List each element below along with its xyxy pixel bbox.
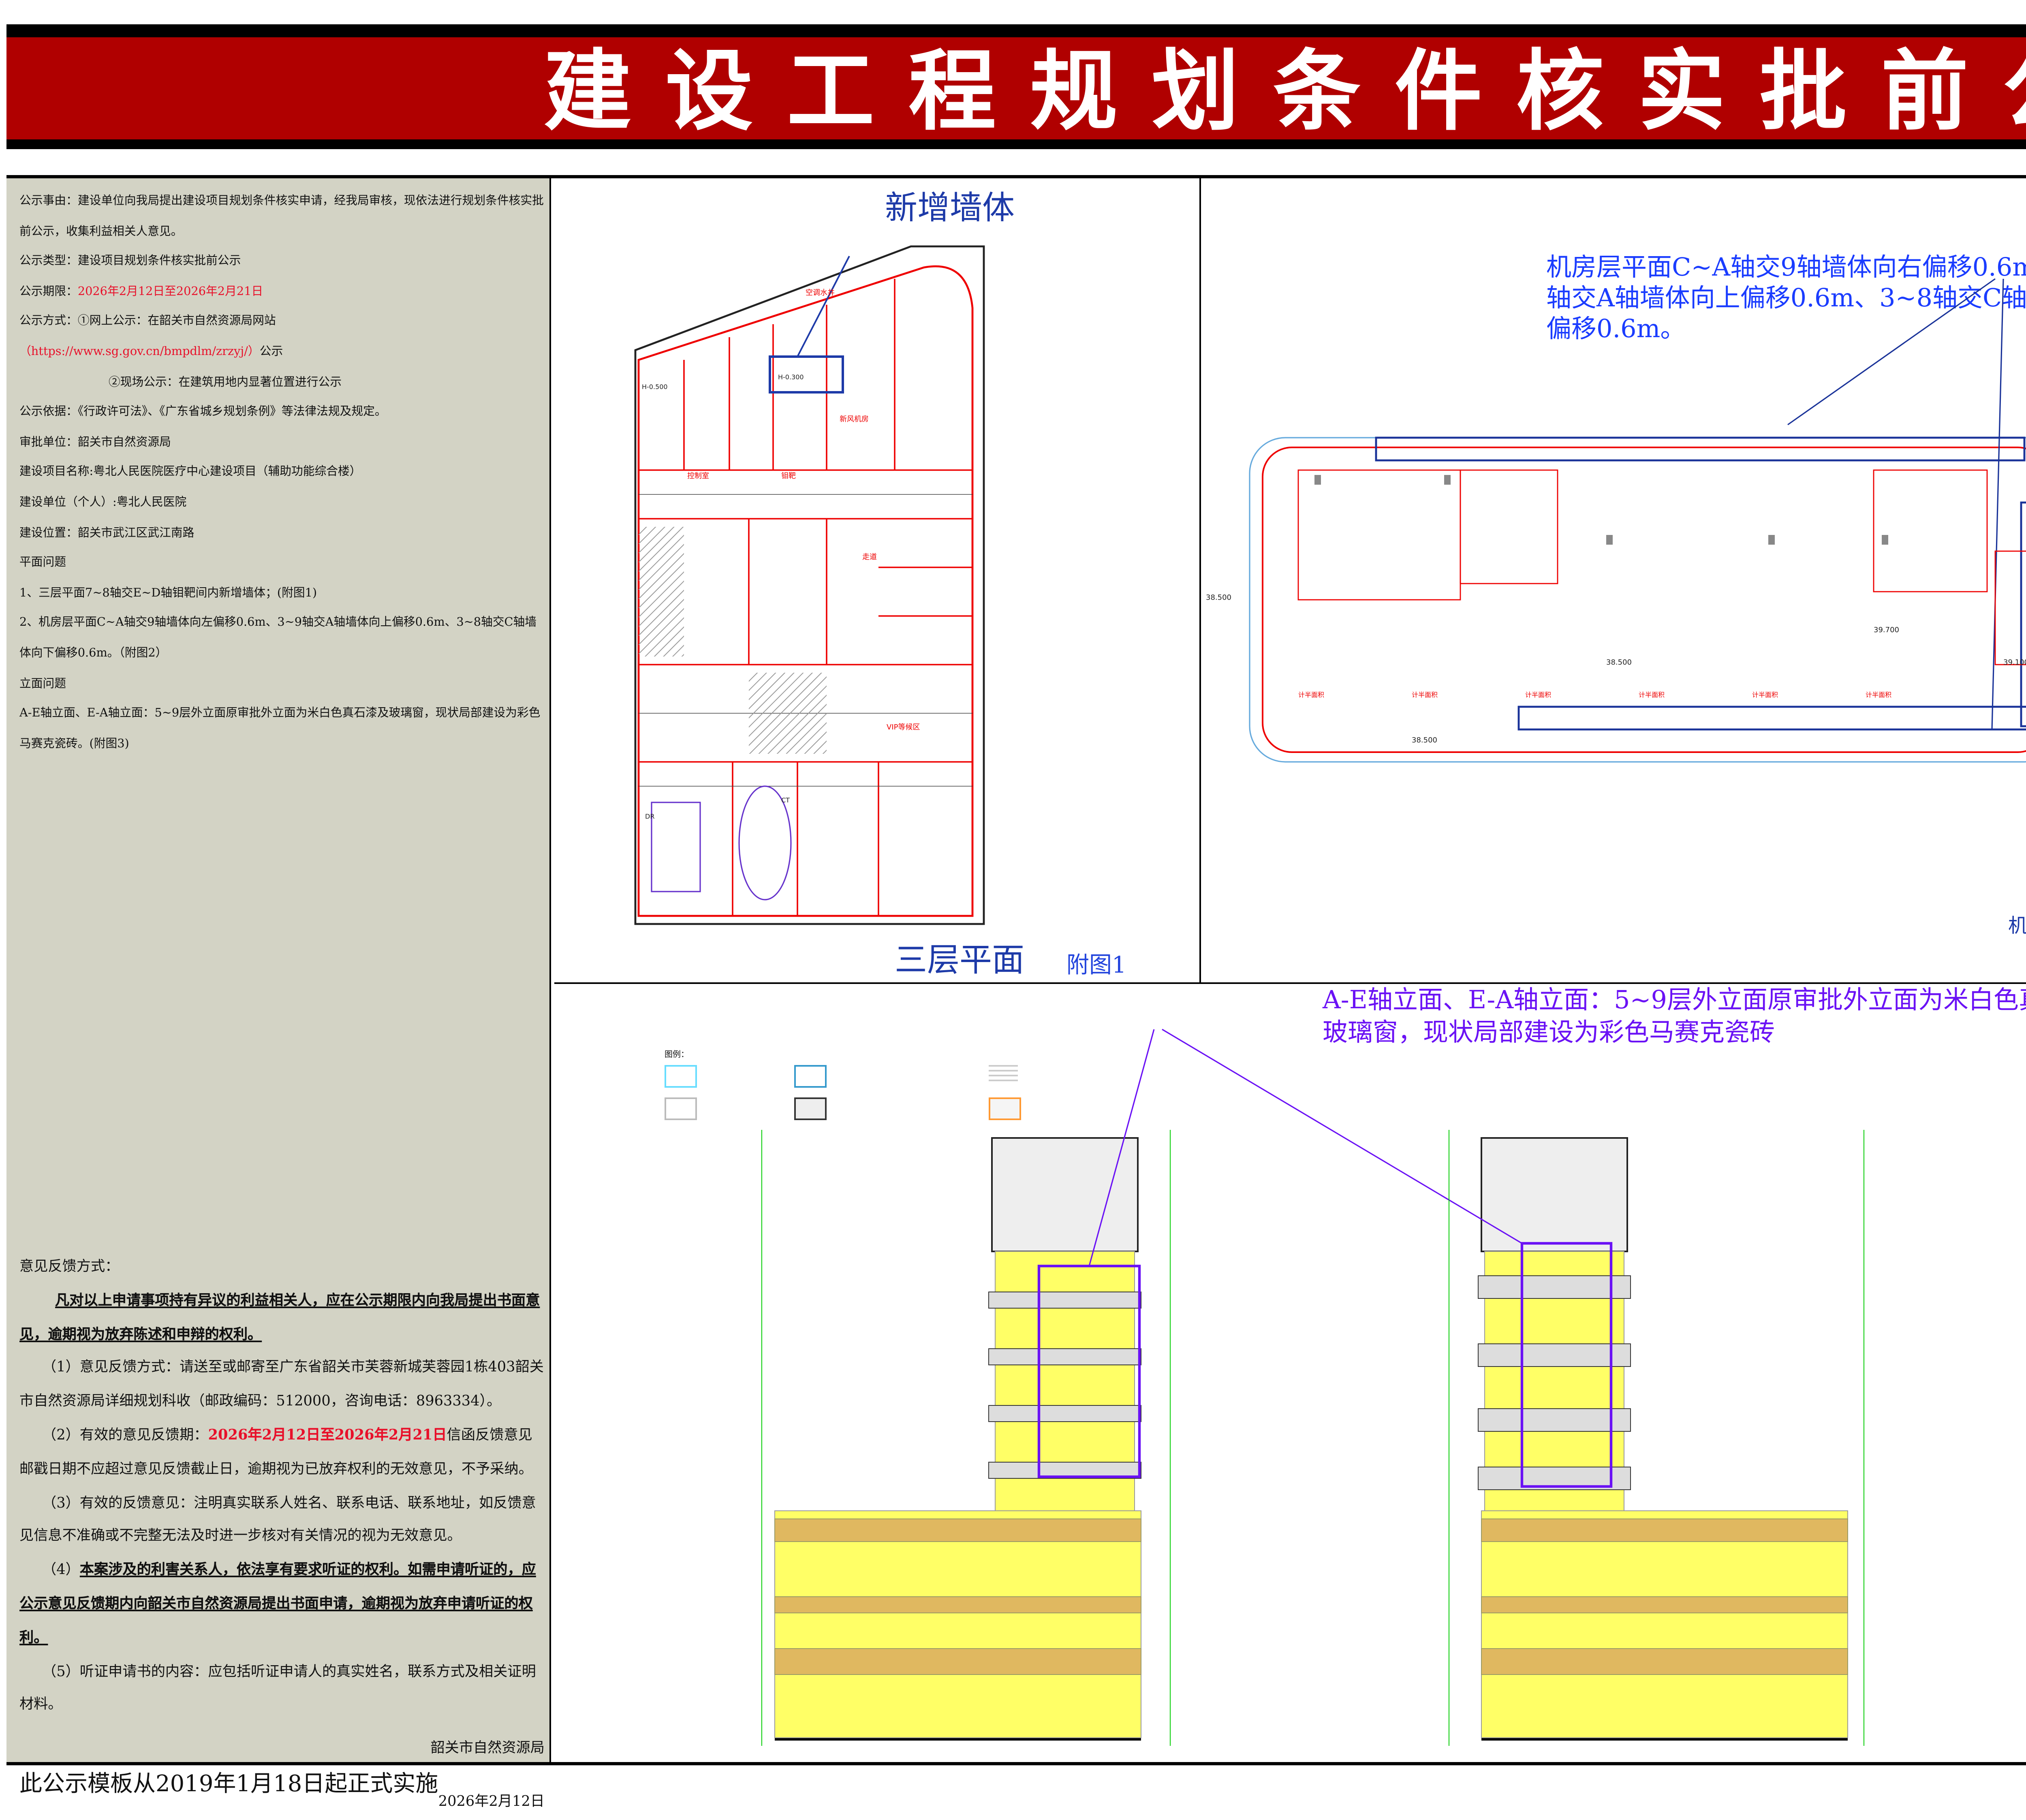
location-value: 韶关市武江区武江南路 xyxy=(77,524,194,539)
svg-text:计半面积: 计半面积 xyxy=(1866,691,1891,699)
project-name-value: 粤北人民医院医疗中心建设项目（辅助功能综合楼） xyxy=(93,464,361,479)
svg-text:38.500: 38.500 xyxy=(1412,736,1437,744)
location-label: 建设位置： xyxy=(19,524,78,539)
machine-room-drawing: 计半面积 计半面积 计半面积 计半面积 计半面积 计半面积 38.500 38.500 38.… xyxy=(1206,278,2026,763)
method-url-link[interactable]: （https://www.sg.gov.cn/bmpdlm/zrzyj/） xyxy=(19,343,260,358)
svg-text:H-0.300: H-0.300 xyxy=(778,373,804,381)
method-line: 公示方式：①网上公示：在韶关市自然资源局网站 xyxy=(19,307,545,337)
method-url-suffix: 公示 xyxy=(259,343,283,358)
fig1-callout: 新增墙体 xyxy=(885,188,1015,227)
svg-text:计半面积: 计半面积 xyxy=(1412,691,1438,699)
svg-text:计半面积: 计半面积 xyxy=(1525,691,1551,699)
svg-text:计半面积: 计半面积 xyxy=(1752,691,1778,699)
type-label: 公示类型： xyxy=(19,253,78,268)
feedback-item-5: （5）听证申请书的内容：应包括听证申请人的真实姓名，联系方式及相关证明材料。 xyxy=(19,1664,536,1714)
plan-issue-2: 2、机房层平面C~A轴交9轴墙体向左偏移0.6m、3~9轴交A轴墙体向上偏移0.… xyxy=(19,615,537,660)
feedback-item-2-dates: 2026年2月12日至2026年2月21日 xyxy=(208,1428,447,1444)
period-line: 公示期限：2026年2月12日至2026年2月21日 xyxy=(19,277,545,307)
fig3-legend xyxy=(665,1065,1054,1123)
footer-template-note: 此公示模板从2019年1月18日起正式实施 xyxy=(19,1772,438,1798)
method-onsite: ②现场公示：在建筑用地内显著位置进行公示 xyxy=(109,374,342,389)
approver-label: 审批单位： xyxy=(19,434,78,449)
approver-value: 韶关市自然资源局 xyxy=(77,434,171,449)
builder-label: 建设单位（个人）: xyxy=(19,494,117,509)
basis-label: 公示依据： xyxy=(19,404,78,419)
fig3-legend-title: 图例： xyxy=(665,1050,689,1060)
feedback-heading: 意见反馈方式： xyxy=(19,1260,120,1276)
method-online: ①网上公示：在韶关市自然资源局网站 xyxy=(77,313,276,328)
elev-issues-heading: 立面问题 xyxy=(19,675,66,690)
svg-text:H-0.500: H-0.500 xyxy=(642,383,668,391)
plan-issue-1: 1、三层平面7~8轴交E~D轴钼靶间内新增墙体；(附图1) xyxy=(19,584,317,599)
legend-swatch-stone-paint xyxy=(794,1097,827,1120)
svg-text:新风机房: 新风机房 xyxy=(840,415,869,423)
location-line: 建设位置：韶关市武江区武江南路 xyxy=(19,518,545,548)
feedback-item-4-text: 本案涉及的利害关系人，依法享有要求听证的权利。如需申请听证的，应公示意见反馈期内… xyxy=(19,1563,536,1647)
signature-date: 2026年2月12日 xyxy=(438,1794,545,1811)
project-name-line: 建设项目名称:粤北人民医院医疗中心建设项目（辅助功能综合楼） xyxy=(19,458,545,488)
feedback-item-4-prefix: （4） xyxy=(42,1563,80,1579)
legend-swatch-louver xyxy=(989,1065,1018,1084)
feedback-notice: 凡对以上申请事项持有异议的利益相关人，应在公示期限内向我局提出书面意见，逾期视为… xyxy=(19,1293,540,1343)
legend-swatch-stone xyxy=(989,1097,1021,1120)
fig1-title: 三层平面 xyxy=(895,940,1024,979)
svg-text:控制室: 控制室 xyxy=(687,472,709,480)
figure-2-machine-room-plan: 机房层平面C~A轴交9轴墙体向右偏移0.6m、3~9轴交A轴墙体向上偏移0.6m… xyxy=(1201,178,2026,982)
svg-text:39.700: 39.700 xyxy=(1874,626,1899,634)
method-url-line: （https://www.sg.gov.cn/bmpdlm/zrzyj/）公示 xyxy=(19,337,545,367)
feedback-item-3: （3）有效的反馈意见：注明真实联系人姓名、联系电话、联系地址，如反馈意见信息不准… xyxy=(19,1495,536,1546)
fig2-note: 机房层平面C~A轴交9轴墙体向右偏移0.6m、3~9轴交A轴墙体向上偏移0.6m… xyxy=(1546,253,2026,344)
svg-text:39.100: 39.100 xyxy=(2003,658,2026,667)
feedback-section: 意见反馈方式： 凡对以上申请事项持有异议的利益相关人，应在公示期限内向我局提出书… xyxy=(19,1251,545,1820)
reason-line: 公示事由：建设单位向我局提出建设项目规划条件核实申请，经我局审核，现依法进行规划… xyxy=(19,186,545,247)
svg-text:38.500: 38.500 xyxy=(1206,593,1231,602)
legend-swatch-grille xyxy=(665,1097,697,1120)
period-label: 公示期限： xyxy=(19,283,78,298)
divider xyxy=(1199,178,1201,982)
svg-text:空调水井: 空调水井 xyxy=(806,289,835,297)
plan-issues-heading: 平面问题 xyxy=(19,554,66,569)
feedback-item-4: （4）本案涉及的利害关系人，依法享有要求听证的权利。如需申请听证的，应公示意见反… xyxy=(19,1555,545,1656)
signature: 韶关市自然资源局 xyxy=(430,1741,545,1758)
feedback-item-2: （2）有效的意见反馈期：2026年2月12日至2026年2月21日信函反馈意见邮… xyxy=(19,1420,545,1487)
builder-line: 建设单位（个人）:粤北人民医院 xyxy=(19,488,545,518)
basis-line: 公示依据：《行政许可法》、《广东省城乡规划条例》等法律法规及规定。 xyxy=(19,398,545,428)
elevation-drawing xyxy=(761,1029,1864,1746)
feedback-item-2-suffix: 信函反馈意见邮戳日期不应超过意见反馈截止日，逾期视为已放弃权利的无效意见，不予采… xyxy=(19,1428,533,1478)
feedback-item-1: （1）意见反馈方式：请送至或邮寄至广东省韶关市芙蓉新城芙蓉园1栋403韶关市自然… xyxy=(19,1360,544,1411)
project-name-label: 建设项目名称: xyxy=(19,464,94,479)
svg-text:钼靶: 钼靶 xyxy=(781,472,796,480)
period-value: 2026年2月12日至2026年2月21日 xyxy=(77,283,263,298)
svg-text:计半面积: 计半面积 xyxy=(1639,691,1665,699)
type-value: 建设项目规划条件核实批前公示 xyxy=(77,253,241,268)
elev-issue-1: A-E轴立面、E-A轴立面：5~9层外立面原审批外立面为米白色真石漆及玻璃窗，现… xyxy=(19,705,541,750)
fig2-title: 机房层平面 xyxy=(2008,914,2026,937)
legend-swatch-smoke-window xyxy=(794,1065,827,1088)
fig3-note: A-E轴立面、E-A轴立面：5~9层外立面原审批外立面为米白色真石漆及玻璃窗，现… xyxy=(1323,986,2026,1047)
notice-panel: 公示事由：建设单位向我局提出建设项目规划条件核实申请，经我局审核，现依法进行规划… xyxy=(6,178,551,1811)
svg-text:计半面积: 计半面积 xyxy=(1298,691,1324,699)
figure-3-elevations: A-E轴立面、E-A轴立面：5~9层外立面原审批外立面为米白色真石漆及玻璃窗，现… xyxy=(554,984,2026,1762)
reason-label: 公示事由： xyxy=(19,193,78,207)
svg-text:走道: 走道 xyxy=(862,553,877,561)
svg-text:DR: DR xyxy=(645,813,654,820)
approver-line: 审批单位：韶关市自然资源局 xyxy=(19,428,545,458)
reason-text: 建设单位向我局提出建设项目规划条件核实申请，经我局审核，现依法进行规划条件核实批… xyxy=(19,193,544,238)
builder-value: 粤北人民医院 xyxy=(116,494,187,509)
basis-value: 《行政许可法》、《广东省城乡规划条例》等法律法规及规定。 xyxy=(77,404,387,419)
feedback-item-2-prefix: （2）有效的意见反馈期： xyxy=(42,1428,208,1444)
fig1-label: 附图1 xyxy=(1066,953,1126,979)
svg-text:38.500: 38.500 xyxy=(1606,658,1632,667)
svg-text:CT: CT xyxy=(781,796,790,804)
svg-text:VIP等候区: VIP等候区 xyxy=(887,723,920,731)
method-label: 公示方式： xyxy=(19,313,78,328)
type-line: 公示类型：建设项目规划条件核实批前公示 xyxy=(19,247,545,277)
legend-swatch-rescue-window xyxy=(665,1065,697,1088)
